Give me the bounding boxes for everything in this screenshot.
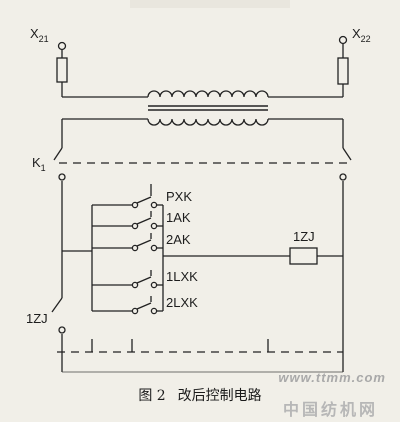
terminal-x22: X22 xyxy=(268,26,371,98)
relay-coil-1zj: 1ZJ xyxy=(163,229,343,265)
contact-label-1lxk: 1LXK xyxy=(166,269,198,284)
contact-pxk: PXK xyxy=(92,184,192,209)
relay-contact-1zj: 1ZJ xyxy=(26,297,66,372)
switch-k1: K1 xyxy=(32,147,352,181)
figure-title: 改后控制电路 xyxy=(177,388,262,404)
transformer-primary-coil xyxy=(147,90,269,98)
terminal-x21-label: X21 xyxy=(30,26,49,44)
figure-caption: 图 2 改后控制电路 xyxy=(0,385,400,405)
terminal-x22-label: X22 xyxy=(352,26,371,44)
watermark-site-name: 中国纺机网 xyxy=(282,400,378,419)
switch-k1-label: K1 xyxy=(32,155,46,173)
contact-label-1ak: 1AK xyxy=(166,210,191,225)
contact-2ak: 2AK xyxy=(92,232,191,252)
mechanical-linkage xyxy=(57,339,343,353)
contact-1lxk: 1LXK xyxy=(92,269,198,289)
bleed-through-text xyxy=(130,0,290,8)
contact-label-pxk: PXK xyxy=(166,189,192,204)
watermark-url: www.ttmm.com xyxy=(278,370,386,385)
contact-1ak: 1AK xyxy=(92,210,191,230)
terminal-x21: X21 xyxy=(30,26,148,98)
transformer-secondary-coil xyxy=(147,118,269,126)
figure-number: 图 2 xyxy=(138,388,166,404)
relay-coil-label: 1ZJ xyxy=(293,229,315,244)
relay-contact-label: 1ZJ xyxy=(26,311,48,326)
contact-label-2ak: 2AK xyxy=(166,232,191,247)
contact-2lxk: 2LXK xyxy=(92,295,198,315)
contact-label-2lxk: 2LXK xyxy=(166,295,198,310)
